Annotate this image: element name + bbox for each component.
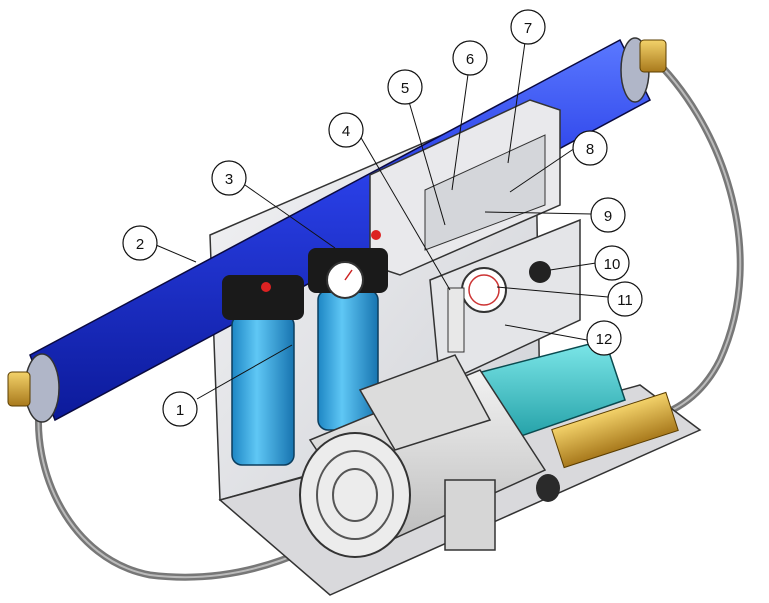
svg-text:5: 5 bbox=[401, 80, 409, 97]
svg-text:11: 11 bbox=[617, 292, 633, 309]
callout-8: 8 bbox=[572, 130, 608, 166]
svg-text:6: 6 bbox=[466, 51, 474, 68]
control-box bbox=[369, 99, 561, 276]
callout-leaders bbox=[155, 27, 609, 400]
callout-3: 3 bbox=[211, 160, 247, 196]
svg-text:7: 7 bbox=[524, 20, 532, 37]
callout-11: 11 bbox=[607, 281, 643, 317]
callout-7: 7 bbox=[510, 9, 546, 45]
callout-9: 9 bbox=[590, 197, 626, 233]
svg-text:9: 9 bbox=[604, 208, 612, 225]
svg-text:10: 10 bbox=[604, 256, 621, 273]
svg-text:3: 3 bbox=[225, 171, 233, 188]
electric-motor bbox=[299, 354, 560, 558]
callout-12: 12 bbox=[586, 320, 622, 356]
gauge-panel bbox=[429, 218, 581, 387]
callout-10: 10 bbox=[594, 245, 630, 281]
callout-4: 4 bbox=[328, 112, 364, 148]
callout-5: 5 bbox=[387, 69, 423, 105]
callout-2: 2 bbox=[122, 225, 158, 261]
svg-text:1: 1 bbox=[176, 402, 184, 419]
pressure-gauge bbox=[326, 261, 364, 299]
svg-text:12: 12 bbox=[596, 331, 613, 348]
svg-text:8: 8 bbox=[586, 141, 594, 158]
callout-6: 6 bbox=[452, 40, 488, 76]
prefilter-left bbox=[222, 275, 304, 466]
svg-text:4: 4 bbox=[342, 123, 350, 140]
callout-1: 1 bbox=[162, 391, 198, 427]
svg-text:2: 2 bbox=[136, 236, 144, 253]
